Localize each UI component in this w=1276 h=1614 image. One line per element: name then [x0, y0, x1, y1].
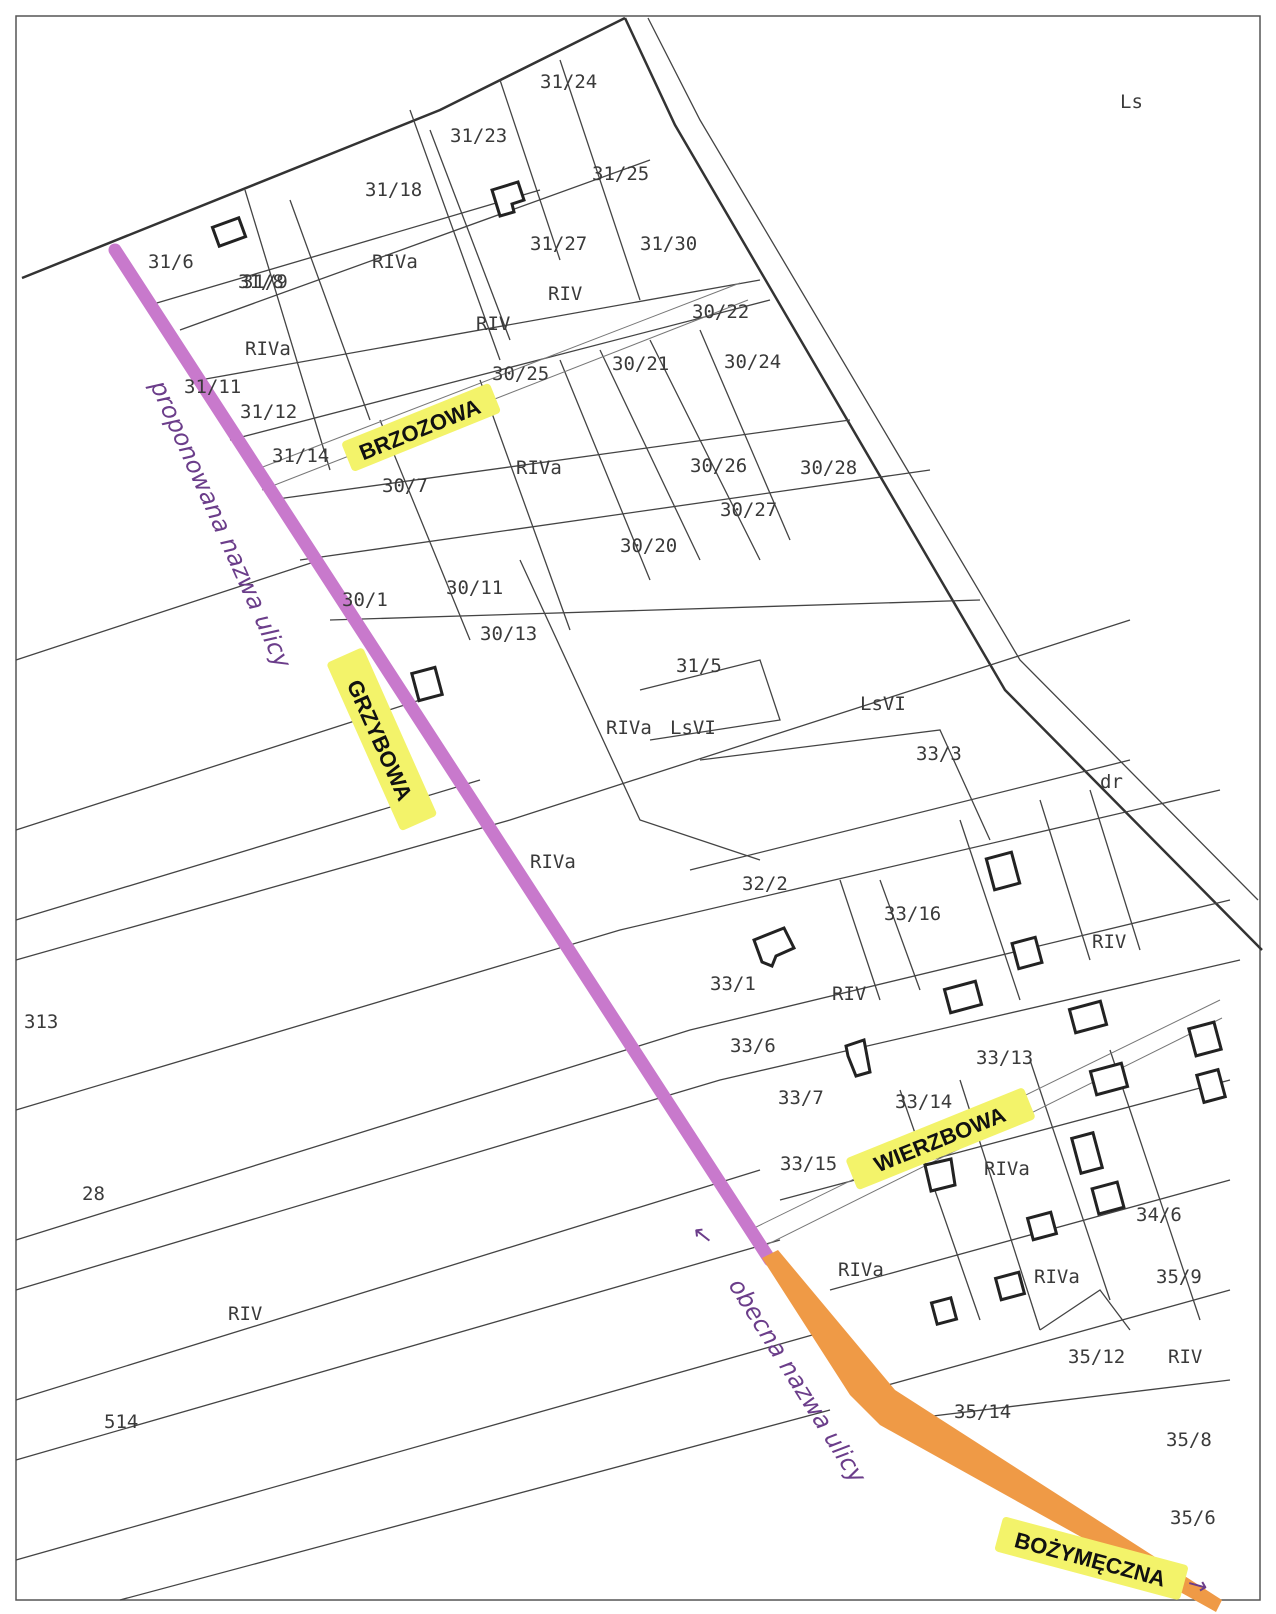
parcel-label: 30/21 — [612, 353, 669, 375]
parcel-label: 31/23 — [450, 125, 507, 147]
parcel-label: 31/8 — [238, 271, 284, 293]
parcel-label: 35/8 — [1166, 1429, 1212, 1451]
parcel-label: 31/11 — [184, 376, 241, 398]
parcel-label: dr — [1100, 771, 1123, 793]
parcel-label: RIVa — [530, 851, 576, 873]
parcel-label: 31/9 — [242, 271, 288, 293]
parcel-label: RIV — [832, 983, 866, 1005]
parcel-label: RIVa — [372, 251, 418, 273]
parcel-label: 30/28 — [800, 457, 857, 479]
parcel-label: 514 — [104, 1411, 138, 1433]
parcel-label: 33/6 — [730, 1035, 776, 1057]
parcel-label: 31/6 — [148, 251, 194, 273]
parcel-boundaries — [15, 16, 1263, 1601]
parcel-label: 34/6 — [1136, 1204, 1182, 1226]
parcel-label: RIV — [548, 283, 582, 305]
parcel-label: RIVa — [838, 1259, 884, 1281]
parcel-label: 33/16 — [884, 903, 941, 925]
parcel-label: 31/30 — [640, 233, 697, 255]
parcel-label: RIVa — [606, 717, 652, 739]
street-highlight — [846, 1088, 1035, 1190]
parcel-label: 31/12 — [240, 401, 297, 423]
parcel-label: 30/24 — [724, 351, 781, 373]
parcel-label: 30/22 — [692, 301, 749, 323]
parcel-label: 31/5 — [676, 655, 722, 677]
parcel-label: 31/18 — [365, 179, 422, 201]
parcel-label: 28 — [82, 1183, 105, 1205]
parcel-label: 33/3 — [916, 743, 962, 765]
parcel-label: RIVa — [1034, 1266, 1080, 1288]
parcel-label: RIV — [1168, 1346, 1202, 1368]
proposed-road-grzybowa — [108, 243, 777, 1267]
parcel-label: 33/15 — [780, 1153, 837, 1175]
parcel-label: RIV — [1092, 931, 1126, 953]
parcel-label: 35/6 — [1170, 1507, 1216, 1529]
parcel-label: 35/12 — [1068, 1346, 1125, 1368]
parcel-label: 33/14 — [895, 1091, 952, 1113]
street-highlight — [342, 383, 501, 471]
parcel-label: 33/7 — [778, 1087, 824, 1109]
parcel-label: 31/14 — [272, 445, 329, 467]
parcel-label: RIV — [476, 313, 510, 335]
buildings — [210, 180, 1228, 1327]
parcel-label: 33/13 — [976, 1047, 1033, 1069]
parcel-label: 30/25 — [492, 363, 549, 385]
parcel-label: 31/25 — [592, 163, 649, 185]
parcel-label: 31/24 — [540, 71, 597, 93]
parcel-label: RIVa — [245, 338, 291, 360]
parcel-label: RIVa — [984, 1158, 1030, 1180]
parcel-label: RIV — [228, 1303, 262, 1325]
street-highlight — [994, 1516, 1188, 1600]
parcel-label: 30/27 — [720, 499, 777, 521]
parcel-label: 35/14 — [954, 1401, 1011, 1423]
parcel-label: 33/1 — [710, 973, 756, 995]
parcel-label: 30/7 — [382, 475, 428, 497]
parcel-label: LsVI — [670, 717, 716, 739]
street-highlight — [327, 648, 437, 831]
parcel-label: Ls — [1120, 91, 1143, 113]
parcel-label: 35/9 — [1156, 1266, 1202, 1288]
parcel-label: 30/1 — [342, 589, 388, 611]
parcel-label: 30/11 — [446, 577, 503, 599]
parcel-label: 30/26 — [690, 455, 747, 477]
parcel-label: RIVa — [516, 457, 562, 479]
parcel-label: 313 — [24, 1011, 58, 1033]
parcel-label: LsVI — [860, 693, 906, 715]
parcel-label: 32/2 — [742, 873, 788, 895]
parcel-label: 30/13 — [480, 623, 537, 645]
parcel-label: 31/27 — [530, 233, 587, 255]
parcel-label: 30/20 — [620, 535, 677, 557]
brzozowa-road — [254, 282, 749, 491]
